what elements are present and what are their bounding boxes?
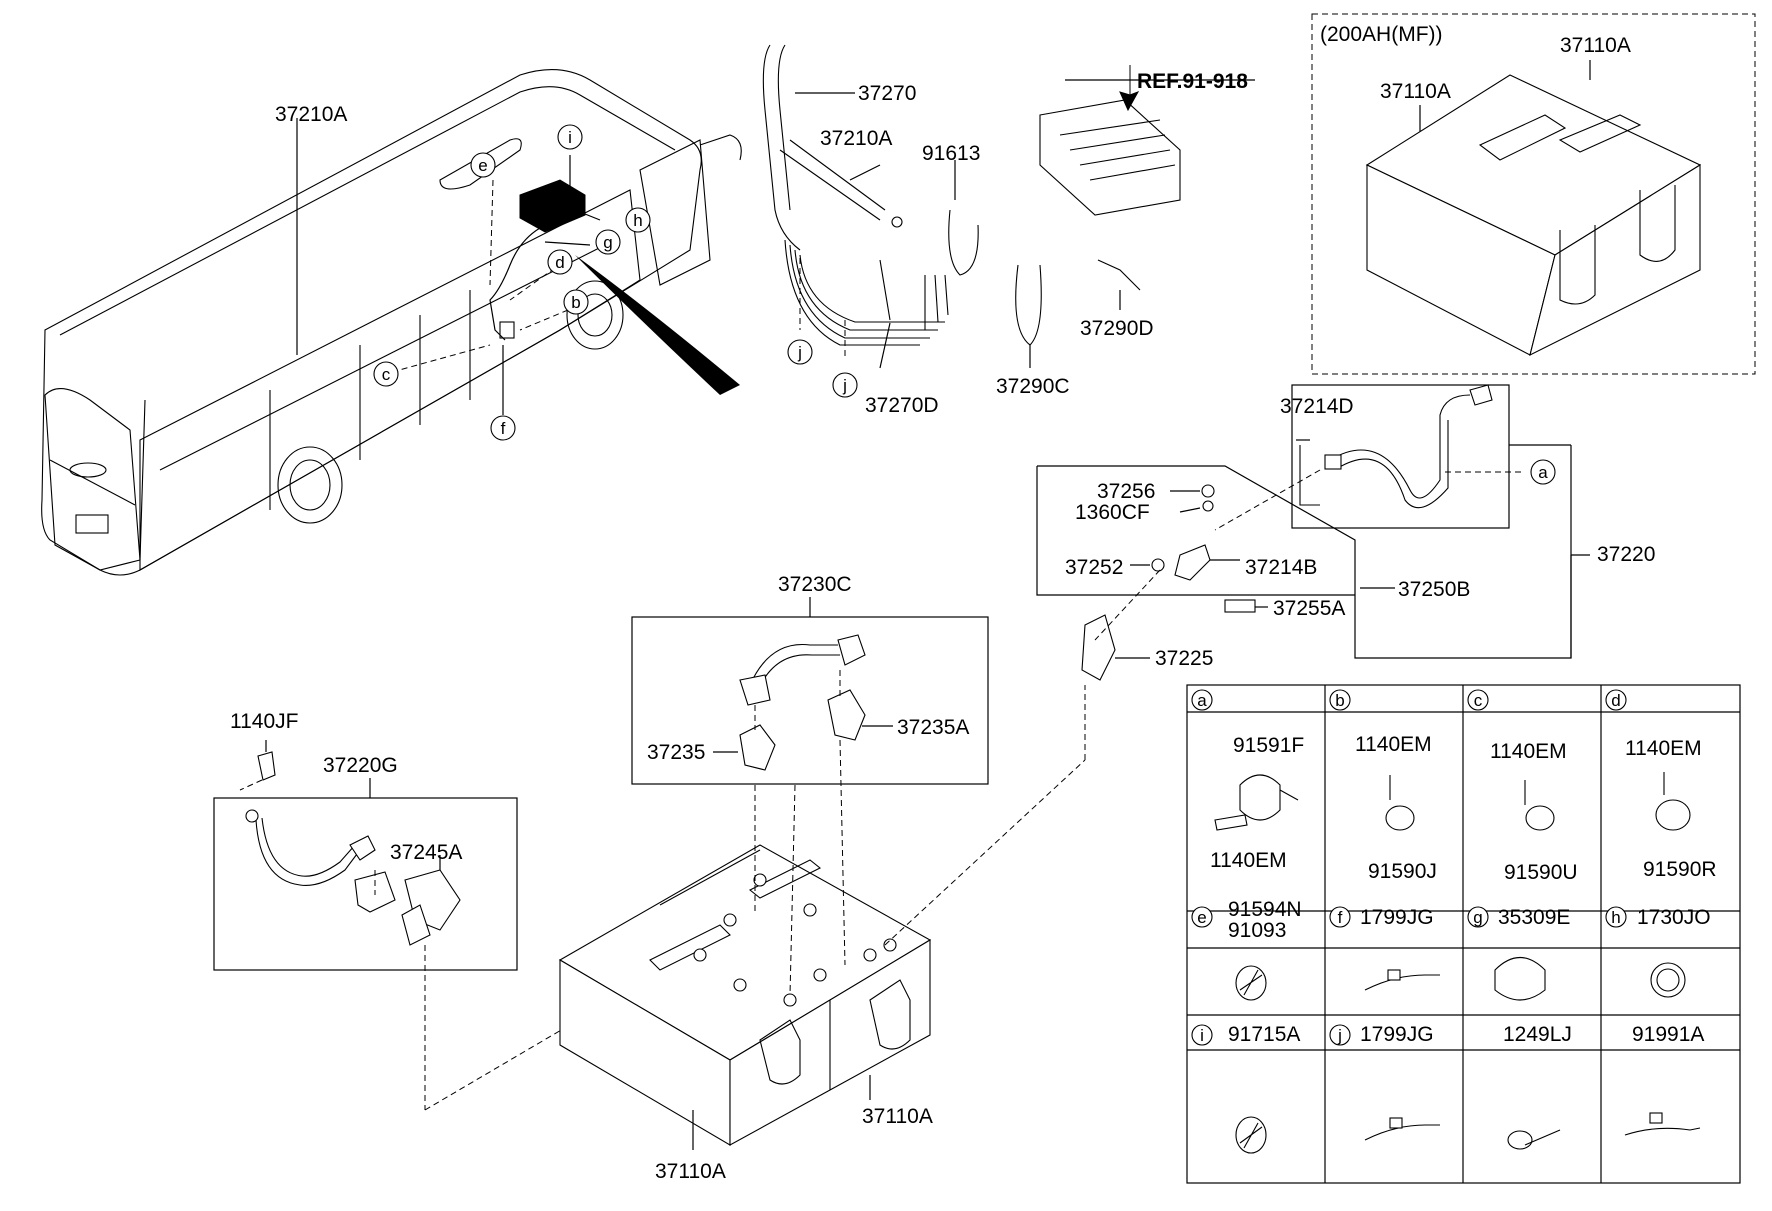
part-1799JG-j: 1799JG bbox=[1360, 1023, 1434, 1046]
part-1140EM-d: 1140EM bbox=[1625, 737, 1702, 760]
label-37210A-cable: 37210A bbox=[820, 127, 892, 150]
table-key-h: h bbox=[1611, 908, 1620, 927]
part-1249LJ: 1249LJ bbox=[1503, 1023, 1572, 1046]
terminal-37220-drawing bbox=[1081, 384, 1525, 681]
label-1140JF: 1140JF bbox=[230, 710, 299, 733]
label-37110A-inset-left: 37110A bbox=[1380, 80, 1451, 103]
callout-i: i bbox=[568, 128, 572, 147]
bus-callouts: i e h g d b c f bbox=[373, 124, 651, 441]
label-37225: 37225 bbox=[1155, 647, 1213, 670]
part-91590J: 91590J bbox=[1368, 860, 1437, 883]
label-37235A: 37235A bbox=[897, 716, 969, 739]
table-key-e: e bbox=[1197, 908, 1206, 927]
table-key-i: i bbox=[1200, 1026, 1204, 1045]
callout-c: c bbox=[382, 365, 391, 384]
part-91594N: 91594N bbox=[1228, 898, 1302, 921]
label-37290D: 37290D bbox=[1080, 317, 1154, 340]
inset-title: (200AH(MF)) bbox=[1320, 23, 1443, 46]
part-91093: 91093 bbox=[1228, 919, 1286, 942]
part-91590R: 91590R bbox=[1643, 858, 1717, 881]
table-key-c: c bbox=[1474, 691, 1483, 710]
label-37235: 37235 bbox=[647, 741, 705, 764]
part-91991A: 91991A bbox=[1632, 1023, 1704, 1046]
callout-g: g bbox=[603, 233, 612, 252]
label-37110A-main-right: 37110A bbox=[862, 1105, 933, 1128]
label-37220G: 37220G bbox=[323, 754, 398, 777]
callout-e: e bbox=[478, 156, 487, 175]
label-37255A: 37255A bbox=[1273, 597, 1345, 620]
battery-main-drawing bbox=[558, 685, 1086, 1150]
callout-a: a bbox=[1538, 463, 1548, 482]
part-1140EM-b: 1140EM bbox=[1355, 733, 1432, 756]
box-37220G bbox=[213, 797, 518, 971]
label-37230C: 37230C bbox=[778, 573, 852, 596]
ref-91-918: REF.91-918 bbox=[1137, 70, 1248, 93]
callout-d: d bbox=[555, 253, 564, 272]
callout-j-1: j bbox=[797, 343, 802, 362]
table-key-b: b bbox=[1335, 691, 1344, 710]
parts-table: a b c d 91591F 1140EM 1140EM 91590J 1140… bbox=[1186, 684, 1741, 1184]
label-37270: 37270 bbox=[858, 82, 916, 105]
callout-j-2: j bbox=[842, 376, 847, 395]
table-key-g: g bbox=[1473, 908, 1482, 927]
part-35309E: 35309E bbox=[1498, 906, 1570, 929]
label-37245A: 37245A bbox=[390, 841, 462, 864]
part-1799JG-f: 1799JG bbox=[1360, 906, 1434, 929]
cable-37230C-drawing bbox=[713, 634, 893, 771]
label-91613: 91613 bbox=[922, 142, 980, 165]
cable-assembly-drawing bbox=[762, 44, 1255, 369]
label-37214D: 37214D bbox=[1280, 395, 1354, 418]
part-1140EM-c: 1140EM bbox=[1490, 740, 1567, 763]
label-37256: 37256 bbox=[1097, 480, 1155, 503]
label-37110A-inset-right: 37110A bbox=[1560, 34, 1631, 57]
part-91591F: 91591F bbox=[1233, 734, 1304, 757]
table-key-a: a bbox=[1197, 691, 1207, 710]
label-37214B: 37214B bbox=[1245, 556, 1317, 579]
label-37252: 37252 bbox=[1065, 556, 1123, 579]
part-91715A: 91715A bbox=[1228, 1023, 1300, 1046]
battery-200ah-drawing bbox=[1365, 60, 1702, 357]
bus-drawing bbox=[41, 69, 742, 576]
label-37210A-bus: 37210A bbox=[275, 103, 347, 126]
part-1730JO: 1730JO bbox=[1637, 906, 1711, 929]
callout-b: b bbox=[571, 293, 580, 312]
table-key-d: d bbox=[1611, 691, 1620, 710]
label-37110A-main-bottom: 37110A bbox=[655, 1160, 726, 1183]
label-37250B: 37250B bbox=[1398, 578, 1470, 601]
label-1360CF: 1360CF bbox=[1075, 501, 1150, 524]
table-key-j: j bbox=[1337, 1026, 1342, 1045]
label-37220: 37220 bbox=[1597, 543, 1655, 566]
table-key-f: f bbox=[1338, 908, 1343, 927]
part-91590U: 91590U bbox=[1504, 861, 1578, 884]
part-1140EM-a: 1140EM bbox=[1210, 849, 1287, 872]
label-37270D: 37270D bbox=[865, 394, 939, 417]
label-37290C: 37290C bbox=[996, 375, 1070, 398]
callout-h: h bbox=[633, 211, 642, 230]
box-37214D bbox=[1291, 384, 1510, 529]
inset-200ah-box bbox=[1311, 13, 1756, 375]
callout-f: f bbox=[501, 419, 506, 438]
